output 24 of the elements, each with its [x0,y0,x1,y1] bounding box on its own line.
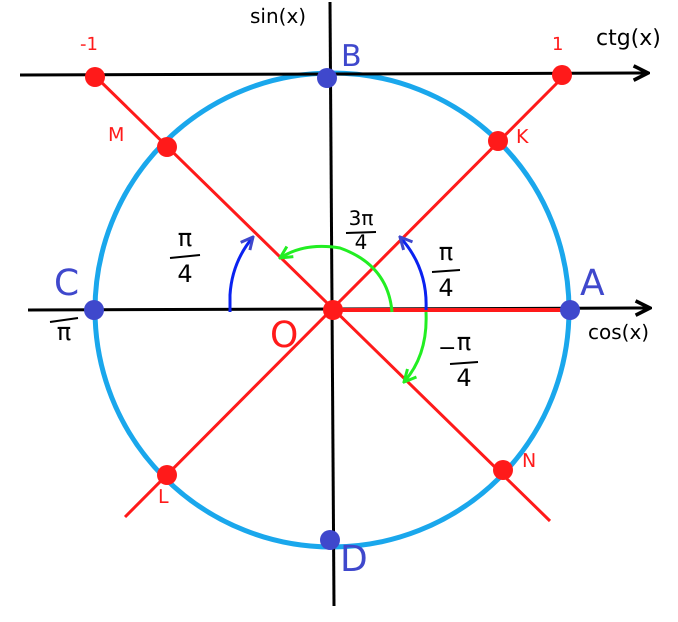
axis-label: 4 [354,232,368,252]
axis-label: 4 [456,366,472,390]
axis-label: L [158,488,169,507]
axis-label: M [108,126,124,145]
axis-label: C [54,266,80,302]
axis-label: π [438,240,454,264]
axis-label: 4 [438,276,454,300]
axis-label: π [56,320,72,344]
axis-label: A [580,266,605,302]
axis-label: D [340,542,368,578]
axis-label: -1 [80,36,98,54]
axis-label: 4 [177,262,193,286]
axis-label: cos(x) [588,322,650,342]
axis-label: K [516,128,528,147]
axis-label: 3π [348,208,374,228]
axis-label: N [522,452,536,471]
axis-label: 1 [552,36,564,54]
axis-label: π [178,226,192,250]
axis-label: π [456,330,472,354]
axis-label: B [341,42,362,72]
axis-label: sin(x) [250,6,306,26]
axis-label: − [438,338,456,360]
axis-label: ctg(x) [596,28,661,50]
axis-label: O [270,318,298,354]
